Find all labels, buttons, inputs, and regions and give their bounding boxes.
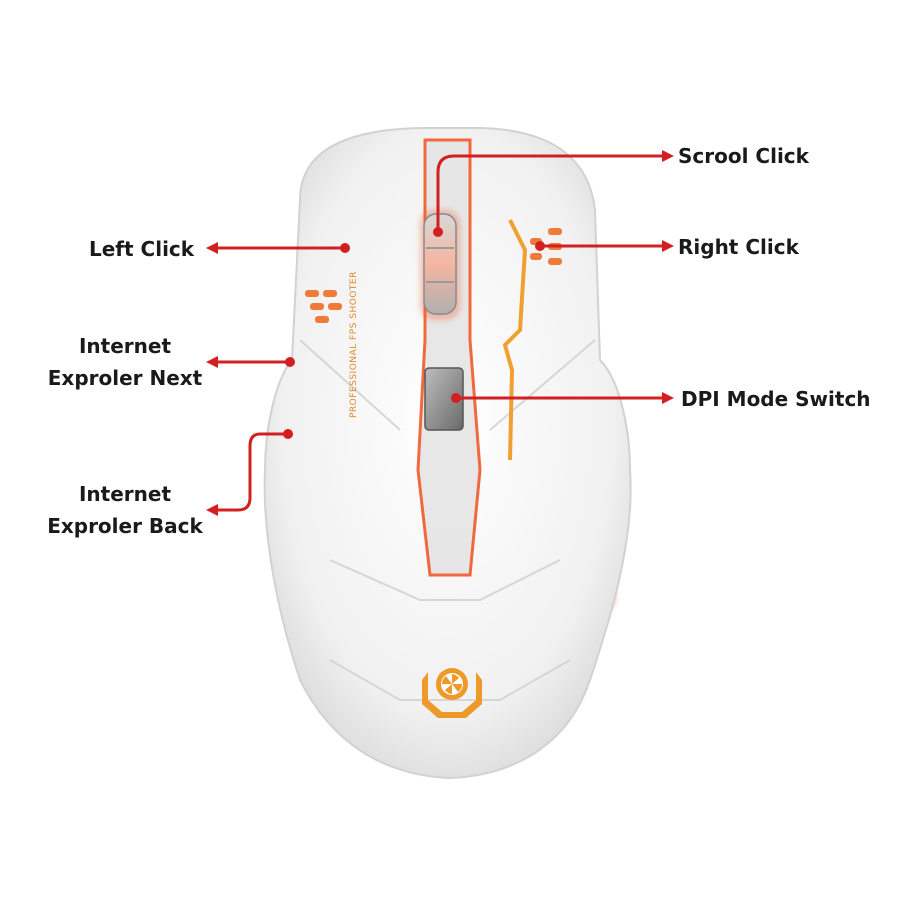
light-trail-decoration <box>503 219 527 461</box>
next-label-line1: Internet <box>78 334 172 358</box>
printed-brand-text: PROFESSIONAL FPS SHOOTER <box>349 271 359 418</box>
annotation-endpoints <box>206 150 674 516</box>
next-label-line2: Exproler Next <box>47 366 203 390</box>
next-label: Internet Exproler Next <box>45 330 205 394</box>
scroll-wheel[interactable] <box>420 210 460 320</box>
right-click-label: Right Click <box>678 235 799 259</box>
back-pointer <box>214 432 288 512</box>
left-vent-icon <box>305 290 342 323</box>
fan-emblem-icon <box>422 668 482 718</box>
center-channel <box>416 138 482 577</box>
annotation-arrows <box>214 154 665 512</box>
scroll-click-pointer <box>436 154 665 230</box>
body-panel-lines <box>299 339 596 701</box>
back-label-line1: Internet <box>78 482 172 506</box>
back-label: Internet Exproler Back <box>45 478 205 542</box>
left-click-label: Left Click <box>89 237 195 261</box>
scroll-click-label: Scrool Click <box>678 144 809 168</box>
back-label-line2: Exproler Back <box>47 514 203 538</box>
dpi-label: DPI Mode Switch <box>681 387 871 411</box>
